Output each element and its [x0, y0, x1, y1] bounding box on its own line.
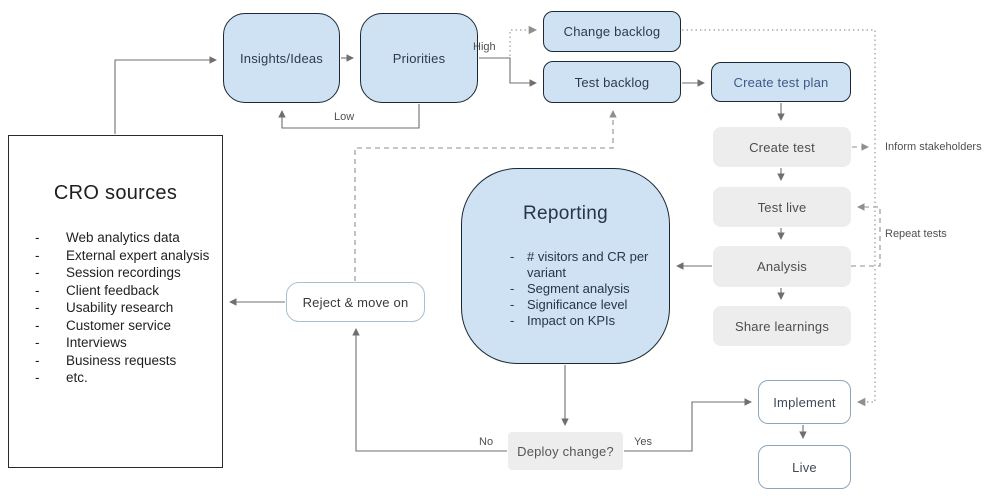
- node-live: Live: [758, 445, 851, 489]
- list-item: - etc.: [35, 369, 214, 387]
- bullet-dash: -: [510, 313, 515, 328]
- bullet-dash: -: [35, 317, 40, 333]
- edge-priorities-high-to-test-backlog: [479, 57, 537, 87]
- bullet-dash: -: [35, 247, 40, 263]
- bullet-dash: -: [35, 352, 40, 368]
- list-item-text: Business requests: [66, 352, 177, 368]
- list-item-text: Interviews: [66, 335, 127, 350]
- bullet-dash: -: [510, 281, 515, 296]
- list-item-text: # visitors and CR per variant: [527, 249, 649, 280]
- node-test-backlog: Test backlog: [543, 61, 681, 103]
- node-change-backlog: Change backlog: [543, 11, 681, 52]
- edge-change-backlog-to-implement-dotted: [682, 29, 876, 407]
- node-analysis: Analysis: [713, 246, 851, 287]
- bullet-dash: -: [35, 230, 40, 245]
- edge-label-yes: Yes: [634, 436, 652, 448]
- list-item-text: Customer service: [66, 317, 172, 333]
- node-priorities: Priorities: [360, 13, 478, 103]
- node-test-live: Test live: [713, 187, 851, 227]
- list-item: - Interviews: [35, 334, 214, 352]
- list-item: - Business requests: [35, 352, 214, 370]
- list-item: - External expert analysis: [35, 247, 214, 265]
- list-item-text: Usability research: [66, 300, 174, 315]
- panel-cro-sources: CRO sources - Web analytics data - External…: [8, 135, 223, 468]
- edge-label-inform-stakeholders: Inform stakeholders: [885, 141, 982, 153]
- node-insights-ideas: Insights/Ideas: [223, 13, 340, 103]
- reporting-title: Reporting: [522, 203, 609, 224]
- node-implement: Implement: [758, 380, 851, 424]
- node-reject-move-on: Reject & move on: [286, 282, 425, 322]
- list-item: -Segment analysis: [510, 281, 655, 297]
- list-item: -# visitors and CR per variant: [510, 249, 655, 281]
- node-create-test-plan: Create test plan: [711, 62, 851, 102]
- list-item-text: Web analytics data: [66, 230, 180, 245]
- edge-analysis-repeat-to-test-live-dashed: [851, 203, 881, 267]
- edge-priorities-low-to-insights: [278, 104, 420, 129]
- list-item-text: Client feedback: [66, 282, 160, 298]
- edge-deploy-yes-to-implement: [624, 398, 752, 452]
- list-item-text: Segment analysis: [527, 281, 630, 296]
- bullet-dash: -: [510, 297, 515, 312]
- node-share-learnings: Share learnings: [713, 306, 851, 346]
- edge-cro-to-insights: [114, 56, 217, 134]
- bullet-dash: -: [35, 265, 40, 280]
- list-item-text: Impact on KPIs: [527, 313, 616, 328]
- edge-label-repeat-tests: Repeat tests: [885, 228, 947, 240]
- edge-high-to-change-backlog-dotted: [509, 25, 538, 56]
- cro-sources-title: CRO sources: [53, 182, 178, 204]
- edge-label-high: High: [473, 41, 496, 53]
- list-item: - Usability research: [35, 299, 214, 317]
- edge-label-no: No: [479, 436, 494, 448]
- bullet-dash: -: [510, 249, 515, 264]
- list-item: - Web analytics data: [35, 229, 214, 247]
- bullet-dash: -: [35, 335, 40, 350]
- edge-reject-to-test-backlog-dashed: [354, 110, 617, 281]
- list-item: -Significance level: [510, 297, 655, 313]
- list-item-text: etc.: [66, 370, 88, 385]
- list-item: -Impact on KPIs: [510, 313, 655, 329]
- node-deploy-change: Deploy change?: [508, 432, 623, 470]
- list-item-text: Significance level: [527, 297, 628, 312]
- reporting-list: -# visitors and CR per variant-Segment a…: [462, 249, 669, 329]
- bullet-dash: -: [35, 282, 40, 298]
- edge-label-low: Low: [334, 111, 355, 123]
- bullet-dash: -: [35, 370, 40, 385]
- edge-deploy-no-to-reject: [352, 328, 507, 452]
- list-item: - Session recordings: [35, 264, 214, 282]
- node-create-test: Create test: [713, 127, 851, 167]
- list-item: - Client feedback: [35, 282, 214, 300]
- panel-reporting: Reporting -# visitors and CR per variant…: [461, 168, 670, 364]
- list-item: - Customer service: [35, 317, 214, 335]
- cro-sources-list: - Web analytics data - External expert anal…: [9, 229, 222, 387]
- list-item-text: External expert analysis: [66, 247, 210, 263]
- list-item-text: Session recordings: [66, 265, 181, 280]
- bullet-dash: -: [35, 300, 40, 315]
